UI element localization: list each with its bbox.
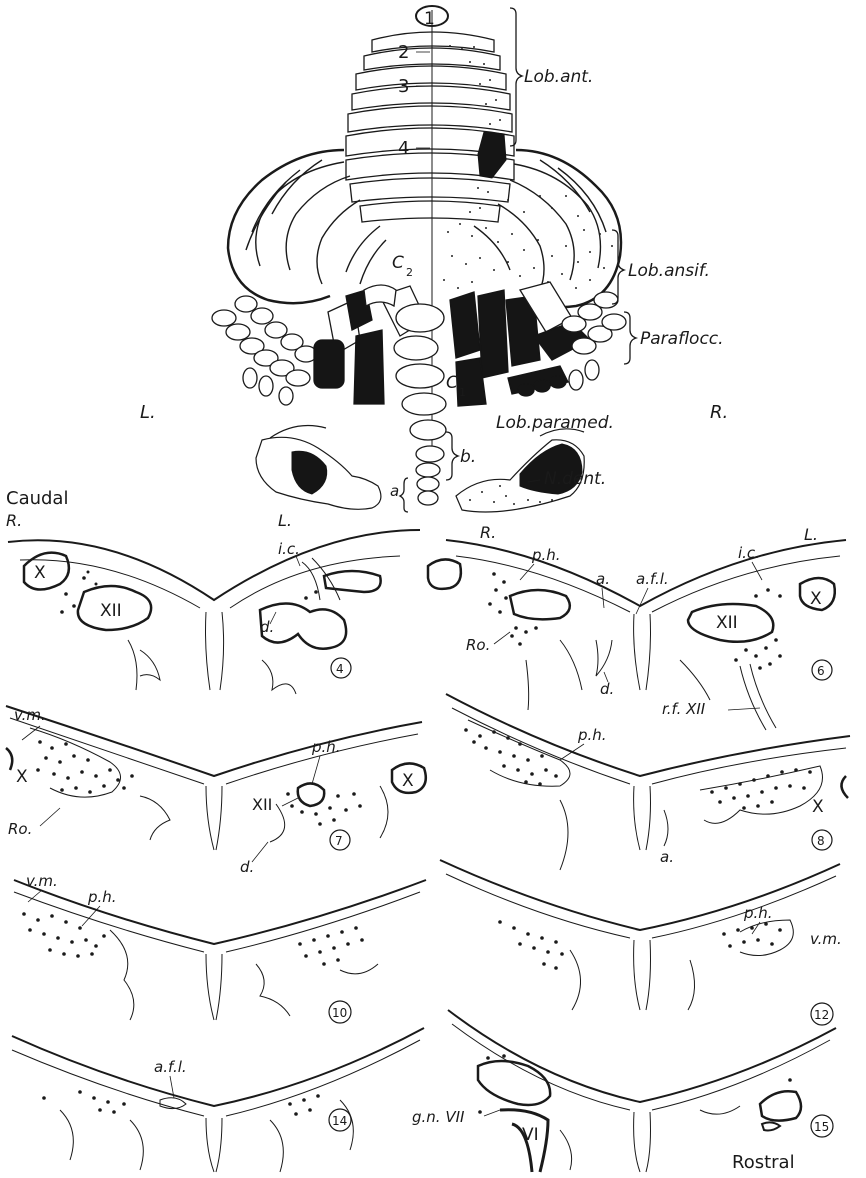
section-10-vm: v.m.: [26, 872, 58, 890]
side-left-label: L.: [140, 402, 156, 423]
section-6-d: d.: [600, 680, 614, 698]
section-10: 10 v.m. p.h.: [14, 872, 426, 1023]
section-7-ro: Ro.: [8, 820, 32, 838]
section-7: 7 v.m. X X Ro. p.h. XII d.: [6, 706, 426, 876]
section-15-number: 15: [814, 1120, 829, 1134]
dentate-nucleus-left: [256, 426, 381, 510]
section-4-x: X: [34, 563, 46, 583]
section-6-a: a.: [596, 570, 610, 588]
lob-ant-label: Lob.ant.: [524, 67, 593, 87]
section-7-d: d.: [240, 858, 254, 876]
section-6-ic: i.c.: [738, 544, 760, 562]
caudal-label: Caudal: [6, 488, 68, 509]
section-6-afl: a.f.l.: [636, 570, 669, 588]
section-6: 6 R. L. X XII p.h. a. a.f.l. i.c. Ro. d.…: [428, 523, 846, 730]
section-12-vm: v.m.: [810, 930, 842, 948]
section-10-number: 10: [332, 1006, 347, 1020]
section-7-ph: p.h.: [311, 738, 341, 756]
section-6-side-r: R.: [480, 523, 496, 542]
section-15-gn: g.n. VII: [412, 1108, 465, 1126]
side-right-label: R.: [710, 402, 728, 423]
section-4: 4 R. L. X XII i.c. d.: [6, 511, 420, 694]
b-label: b.: [460, 447, 476, 467]
section-8-ph: p.h.: [577, 726, 607, 744]
section-4-side-l: L.: [278, 511, 292, 530]
anterior-lobe-folia: [346, 32, 514, 222]
section-12: 12 p.h. v.m.: [440, 860, 842, 1025]
section-6-x: X: [810, 589, 822, 609]
section-7-number: 7: [335, 834, 343, 848]
section-4-ic: i.c.: [278, 540, 300, 558]
section-7-x-left: X: [16, 767, 28, 787]
lobule-label-1: 1: [424, 9, 435, 29]
c2-label: C: [392, 253, 404, 273]
section-8: 8 p.h. X a.: [446, 694, 850, 870]
section-10-ph: p.h.: [87, 888, 117, 906]
section-8-a: a.: [660, 848, 674, 866]
c1-label: C: [446, 373, 458, 393]
lobule-label-2: 2: [398, 42, 409, 63]
n-dent-label: N.dent.: [544, 469, 606, 489]
a-label: a: [390, 482, 399, 500]
section-6-rf: r.f. XII: [662, 700, 706, 718]
section-6-xii: XII: [716, 613, 738, 633]
section-4-d: d.: [260, 618, 274, 636]
section-7-x-right: X: [402, 771, 414, 791]
c2-subscript: 2: [406, 266, 413, 279]
section-6-number: 6: [817, 664, 825, 678]
section-6-ro: Ro.: [466, 636, 490, 654]
section-8-x: X: [812, 797, 824, 817]
section-14: 14 a.f.l.: [12, 1028, 424, 1172]
section-12-ph: p.h.: [743, 904, 773, 922]
lob-paramed-label: Lob.paramed.: [496, 413, 614, 433]
section-7-vm: v.m.: [14, 706, 46, 724]
c1-subscript: 1: [459, 386, 466, 399]
lobule-label-4: 4: [398, 138, 409, 159]
paraflocc-label: Paraflocc.: [640, 329, 724, 349]
section-8-number: 8: [817, 834, 825, 848]
paraflocculus-left: [212, 296, 317, 405]
section-14-number: 14: [332, 1114, 347, 1128]
section-15-vi: VI: [522, 1125, 539, 1145]
section-4-xii: XII: [100, 601, 122, 621]
section-6-ph: p.h.: [531, 546, 561, 564]
section-14-afl: a.f.l.: [154, 1058, 187, 1076]
rostral-label: Rostral: [732, 1152, 795, 1173]
section-7-xii: XII: [252, 795, 272, 814]
section-15: 15 g.n. VII VI: [412, 1010, 836, 1172]
section-4-number: 4: [336, 662, 344, 676]
lob-ansif-label: Lob.ansif.: [628, 261, 710, 281]
lobule-label-3: 3: [398, 76, 409, 97]
section-12-number: 12: [814, 1008, 829, 1022]
section-4-side-r: R.: [6, 511, 22, 530]
section-6-side-l: L.: [804, 525, 818, 544]
